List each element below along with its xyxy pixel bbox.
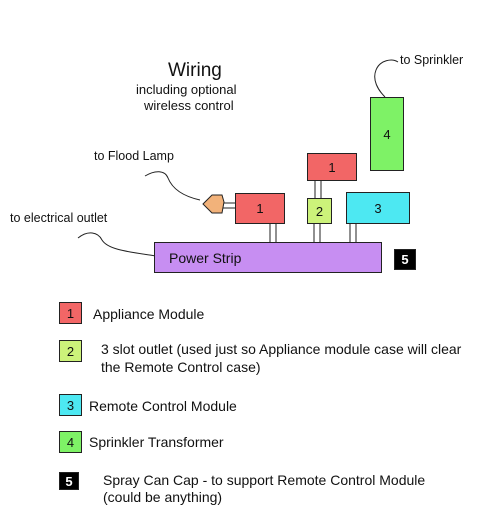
appliance-module-lower: 1 xyxy=(235,193,285,224)
three-slot-outlet-number: 2 xyxy=(315,203,324,219)
legend-text-outlet-line-2: the Remote Control case) xyxy=(101,359,261,375)
legend-text-cap-line-1: Spray Can Cap - to support Remote Contro… xyxy=(103,472,426,488)
remote-control-module-number: 3 xyxy=(374,200,382,216)
legend-key-outlet: 2 xyxy=(59,340,82,362)
appliance-module-upper-number: 1 xyxy=(328,159,336,175)
spray-can-cap: 5 xyxy=(394,249,416,270)
legend-text-outlet-line-1: 3 slot outlet (used just so Appliance mo… xyxy=(101,341,462,357)
appliance-module-upper: 1 xyxy=(307,153,357,181)
legend-key-sprinkler: 4 xyxy=(59,431,82,453)
legend-key-appliance: 1 xyxy=(59,302,82,324)
sprinkler-cord xyxy=(374,59,399,98)
legend-text-appliance: Appliance Module xyxy=(93,306,205,322)
flood-lamp-cord xyxy=(144,171,201,201)
subtitle-line-2: wireless control xyxy=(144,98,234,113)
outlet-label: to electrical outlet xyxy=(10,211,108,225)
subtitle-line-1: including optional xyxy=(136,82,237,97)
sprinkler-label: to Sprinkler xyxy=(400,53,464,67)
legend-key-remote-number: 3 xyxy=(66,397,75,413)
three-slot-outlet: 2 xyxy=(307,198,332,224)
remote-control-module: 3 xyxy=(346,192,410,224)
power-strip-label: Power Strip xyxy=(169,249,242,266)
outlet-cord xyxy=(77,232,157,257)
legend-key-outlet-number: 2 xyxy=(66,343,75,359)
diagram-title: Wiring xyxy=(168,60,222,81)
flood-lamp-label: to Flood Lamp xyxy=(94,149,174,163)
sprinkler-transformer: 4 xyxy=(370,97,404,171)
spray-can-cap-number: 5 xyxy=(401,252,409,267)
legend-key-remote: 3 xyxy=(59,394,82,416)
sprinkler-transformer-number: 4 xyxy=(383,126,391,142)
appliance-module-lower-number: 1 xyxy=(256,201,264,216)
legend-text-cap-line-2: (could be anything) xyxy=(103,489,223,505)
legend-text-remote: Remote Control Module xyxy=(89,398,237,414)
legend-key-appliance-number: 1 xyxy=(66,305,75,321)
power-strip: Power Strip xyxy=(154,242,382,273)
legend-key-cap: 5 xyxy=(59,472,79,490)
legend-text-sprinkler: Sprinkler Transformer xyxy=(89,434,224,450)
legend-key-cap-number: 5 xyxy=(65,473,73,489)
legend-key-sprinkler-number: 4 xyxy=(66,434,75,450)
flood-lamp-plug xyxy=(202,194,225,214)
